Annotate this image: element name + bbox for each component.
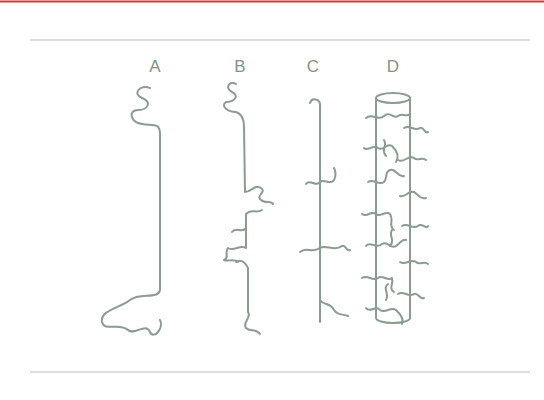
panel-letter: C (307, 58, 319, 75)
molecule-d (404, 127, 428, 132)
panel-letter: B (234, 58, 245, 75)
molecule-d (364, 145, 398, 162)
panel-letter: D (387, 58, 399, 75)
molecule-d (402, 225, 428, 227)
molecule-d (366, 240, 406, 247)
molecule-d (398, 293, 424, 298)
molecule-d (362, 213, 394, 230)
molecule-b (232, 228, 246, 232)
frame-rule (30, 372, 530, 373)
molecule-b (236, 261, 260, 334)
molecule-b (224, 210, 262, 262)
molecule-a (102, 87, 161, 335)
rod-d (376, 93, 410, 103)
molecule-d (366, 308, 403, 324)
molecule-d (384, 140, 393, 300)
panel-letter: A (149, 58, 160, 75)
top-rule (0, 1, 544, 3)
molecule-d (400, 192, 426, 199)
molecule-d (366, 114, 410, 118)
molecule-d (362, 277, 394, 292)
molecule-c (320, 300, 348, 316)
molecule-d (400, 261, 428, 264)
molecule-d (398, 157, 426, 161)
frame-rule (30, 40, 530, 41)
molecule-c (310, 99, 320, 322)
molecule-d (368, 170, 404, 183)
molecule-b (224, 83, 273, 204)
molecule-c (300, 246, 350, 252)
rod-d (376, 98, 410, 323)
molecule-c (306, 168, 336, 184)
